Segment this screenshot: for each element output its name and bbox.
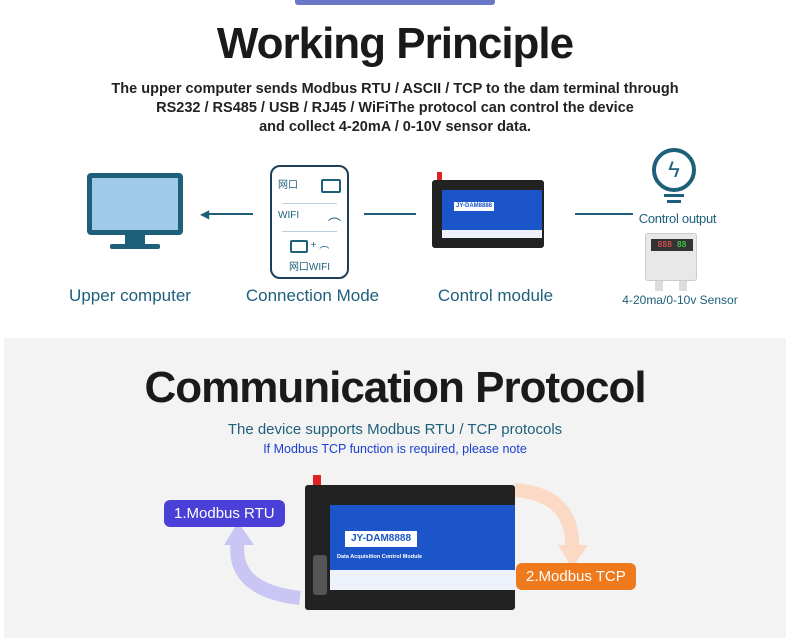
protocol-subtitle: The device supports Modbus RTU / TCP pro… <box>227 421 563 438</box>
device-label: JY-DAM8888 <box>454 202 494 211</box>
modbus-rtu-badge: 1.Modbus RTU <box>164 500 285 527</box>
lan-wifi-label: 网口WIFI <box>288 262 331 273</box>
tcp-curve-arrow <box>514 483 580 551</box>
control-module-image: JY-DAM8888 <box>432 172 544 248</box>
label-control-output: Control output <box>638 211 717 226</box>
rtu-arrow-head <box>224 522 254 545</box>
device-label: JY-DAM8888 <box>345 531 417 547</box>
tcp-arrow-head <box>558 545 588 568</box>
wifi-icon: ︵ <box>327 208 341 223</box>
top-accent-bar <box>295 0 495 5</box>
ethernet-icon <box>321 179 341 193</box>
wifi-label: WIFI <box>278 210 300 221</box>
monitor-icon <box>87 173 183 235</box>
lightbulb-bolt-icon: ϟ <box>652 148 696 192</box>
protocol-device-image: JY-DAM8888 Data Acquisition Control Modu… <box>305 475 515 610</box>
section-title-working: Working Principle <box>216 19 574 68</box>
monitor-base <box>110 244 160 249</box>
intro-text: The upper computer sends Modbus RTU / AS… <box>30 80 760 137</box>
rtu-curve-arrow <box>230 538 301 605</box>
monitor-stand <box>125 235 145 245</box>
label-connection-mode: Connection Mode <box>245 286 380 305</box>
wifi-icon: ︵ <box>319 240 330 251</box>
modbus-tcp-badge: 2.Modbus TCP <box>516 563 636 590</box>
arrow-left <box>205 213 253 215</box>
label-sensor: 4-20ma/0-10v Sensor <box>622 293 738 307</box>
sensor-display-red: 888 <box>657 240 672 249</box>
device-caption: Data Acquisition Control Module <box>337 554 423 560</box>
plus-sign: + <box>310 240 317 251</box>
sensor-image: 888 88 <box>645 233 697 281</box>
label-upper-computer: Upper computer <box>69 286 191 305</box>
lan-label: 网口 <box>278 180 298 191</box>
intro-line: The upper computer sends Modbus RTU / AS… <box>111 81 679 97</box>
intro-line: and collect 4-20mA / 0-10V sensor data. <box>259 119 531 135</box>
protocol-note: If Modbus TCP function is required, plea… <box>263 442 527 456</box>
section-title-protocol: Communication Protocol <box>144 363 646 412</box>
ethernet-icon <box>289 239 308 253</box>
connection-mode-card: 网口 WIFI︵ +︵ 网口WIFI <box>270 165 349 279</box>
arrow-bidirectional <box>575 213 633 215</box>
sensor-display-green: 88 <box>676 240 687 249</box>
arrow-head-icon: ◀ <box>200 207 210 221</box>
label-control-module: Control module <box>437 286 554 305</box>
arrow-bidirectional <box>364 213 416 215</box>
intro-line: RS232 / RS485 / USB / RJ45 / WiFiThe pro… <box>156 100 634 116</box>
